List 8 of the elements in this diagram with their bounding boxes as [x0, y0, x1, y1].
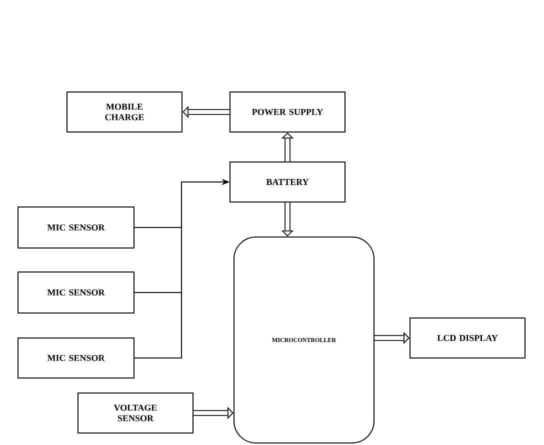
block-box: MIC SENSOR — [18, 338, 134, 378]
block-box: MIC SENSOR — [18, 206, 134, 248]
block-box: BATTERY — [230, 162, 346, 202]
block-box: LCD DISPLAY — [410, 318, 526, 358]
block-box: MOBILE CHARGE — [66, 92, 182, 132]
block-box: MIC SENSOR — [18, 272, 134, 314]
block-box: VOLTAGE SENSOR — [78, 392, 194, 434]
block-box: POWER SUPPLY — [230, 92, 346, 132]
